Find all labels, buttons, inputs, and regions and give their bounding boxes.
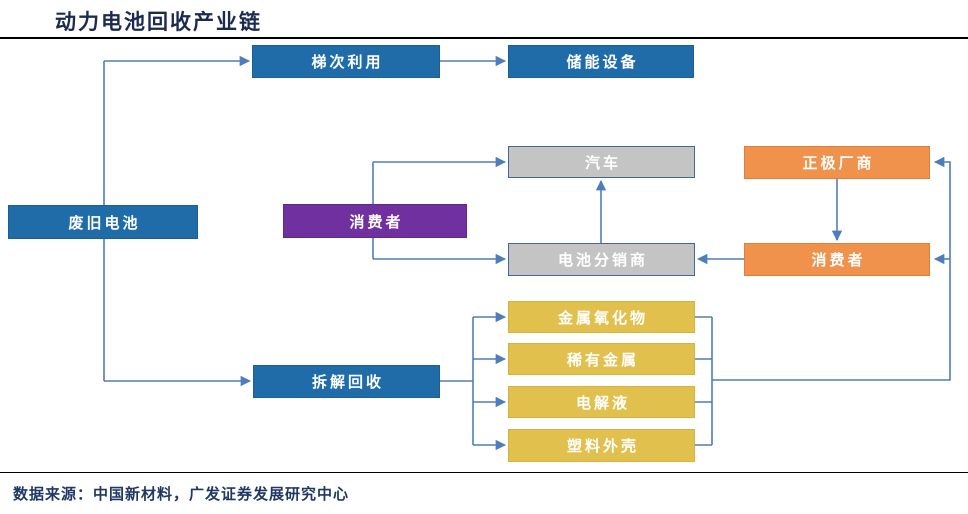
node-consumer-mid: 消费者 <box>283 204 467 238</box>
node-automobile: 汽车 <box>508 146 695 178</box>
node-plastic-shell: 塑料外壳 <box>508 429 695 462</box>
node-consumer-right: 消费者 <box>744 243 930 276</box>
title-underline <box>0 37 968 39</box>
node-electrolyte: 电解液 <box>508 386 695 418</box>
node-rare-metal: 稀有金属 <box>508 343 695 375</box>
node-battery-distributor: 电池分销商 <box>508 243 695 276</box>
node-dismantle-recycle: 拆解回收 <box>253 365 440 398</box>
footer-divider <box>0 472 968 473</box>
node-echelon-use: 梯次利用 <box>252 45 440 78</box>
node-energy-storage: 储能设备 <box>508 45 694 78</box>
node-metal-oxide: 金属氧化物 <box>508 301 695 333</box>
node-waste-battery: 废旧电池 <box>8 205 198 239</box>
source-note: 数据来源：中国新材料，广发证券发展研究中心 <box>13 486 350 503</box>
page-title: 动力电池回收产业链 <box>55 11 262 34</box>
node-cathode-manufacturer: 正极厂商 <box>744 146 930 179</box>
